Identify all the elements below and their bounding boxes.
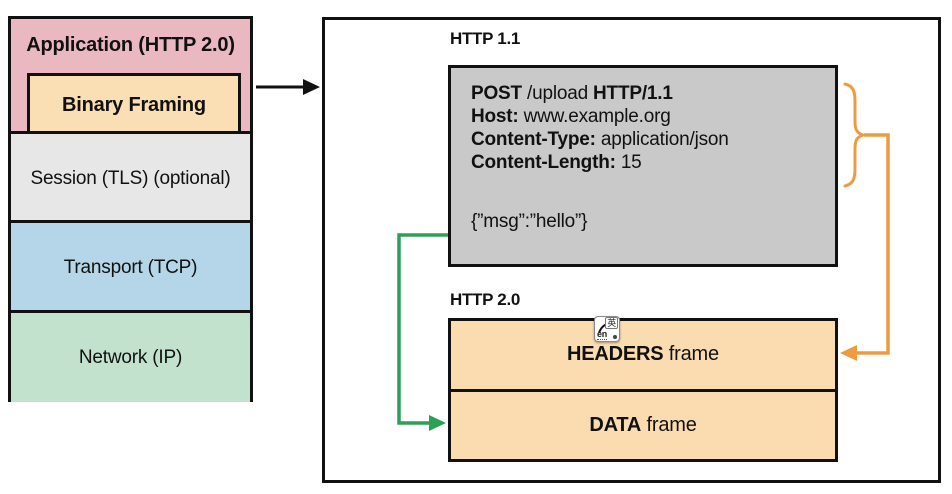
translate-target-lang-label: 英 bbox=[605, 317, 618, 329]
data-frame-label: DATA frame bbox=[589, 414, 696, 437]
data-frame-rest: frame bbox=[641, 413, 697, 436]
content-length-key: Content-Length: bbox=[471, 152, 616, 173]
request-method: POST bbox=[471, 83, 522, 104]
layer-binary-framing: Binary Framing bbox=[27, 73, 241, 137]
layer-session-label: Session (TLS) (optional) bbox=[30, 167, 231, 189]
layer-transport-label: Transport (TCP) bbox=[63, 257, 198, 278]
http11-request-box: POST /upload HTTP/1.1 Host: www.example.… bbox=[448, 65, 838, 267]
layer-application-label: Application (HTTP 2.0) bbox=[26, 34, 235, 56]
data-frame-row: DATA frame bbox=[451, 388, 835, 460]
content-type-value: application/json bbox=[595, 129, 729, 150]
protocol-stack: Application (HTTP 2.0) Binary Framing Se… bbox=[8, 16, 253, 402]
host-key: Host: bbox=[471, 106, 519, 127]
content-type-key: Content-Type: bbox=[471, 129, 596, 150]
headers-frame-bold: HEADERS bbox=[567, 343, 664, 366]
layer-network: Network (IP) bbox=[11, 310, 250, 402]
headers-frame-rest: frame bbox=[663, 343, 719, 366]
headers-frame-label: HEADERS frame bbox=[567, 343, 719, 366]
request-line-host: Host: www.example.org bbox=[471, 105, 835, 128]
translate-settings-dot-icon bbox=[613, 335, 617, 339]
request-version: HTTP/1.1 bbox=[593, 83, 673, 104]
stack-to-panel-arrow bbox=[256, 79, 320, 95]
request-line-start: POST /upload HTTP/1.1 bbox=[471, 82, 835, 105]
layer-session: Session (TLS) (optional) bbox=[11, 131, 250, 223]
translate-popup-icon[interactable]: en 英 bbox=[594, 316, 620, 342]
request-line-content-length: Content-Length: 15 bbox=[471, 151, 835, 174]
layer-binary-framing-label: Binary Framing bbox=[62, 93, 206, 116]
data-frame-bold: DATA bbox=[589, 413, 642, 436]
host-value: www.example.org bbox=[518, 106, 671, 127]
http20-frames-box: HEADERS frame DATA frame bbox=[448, 318, 838, 462]
layer-transport: Transport (TCP) bbox=[11, 220, 250, 313]
request-line-content-type: Content-Type: application/json bbox=[471, 128, 835, 151]
http11-section-label: HTTP 1.1 bbox=[450, 29, 521, 48]
content-length-value: 15 bbox=[615, 152, 642, 173]
request-path: /upload bbox=[521, 83, 594, 104]
request-body: {”msg”:”hello”} bbox=[471, 211, 588, 232]
headers-frame-row: HEADERS frame bbox=[451, 321, 835, 389]
translate-source-lang-label: en bbox=[597, 329, 608, 340]
layer-network-label: Network (IP) bbox=[78, 346, 183, 368]
http20-section-label: HTTP 2.0 bbox=[450, 290, 521, 309]
